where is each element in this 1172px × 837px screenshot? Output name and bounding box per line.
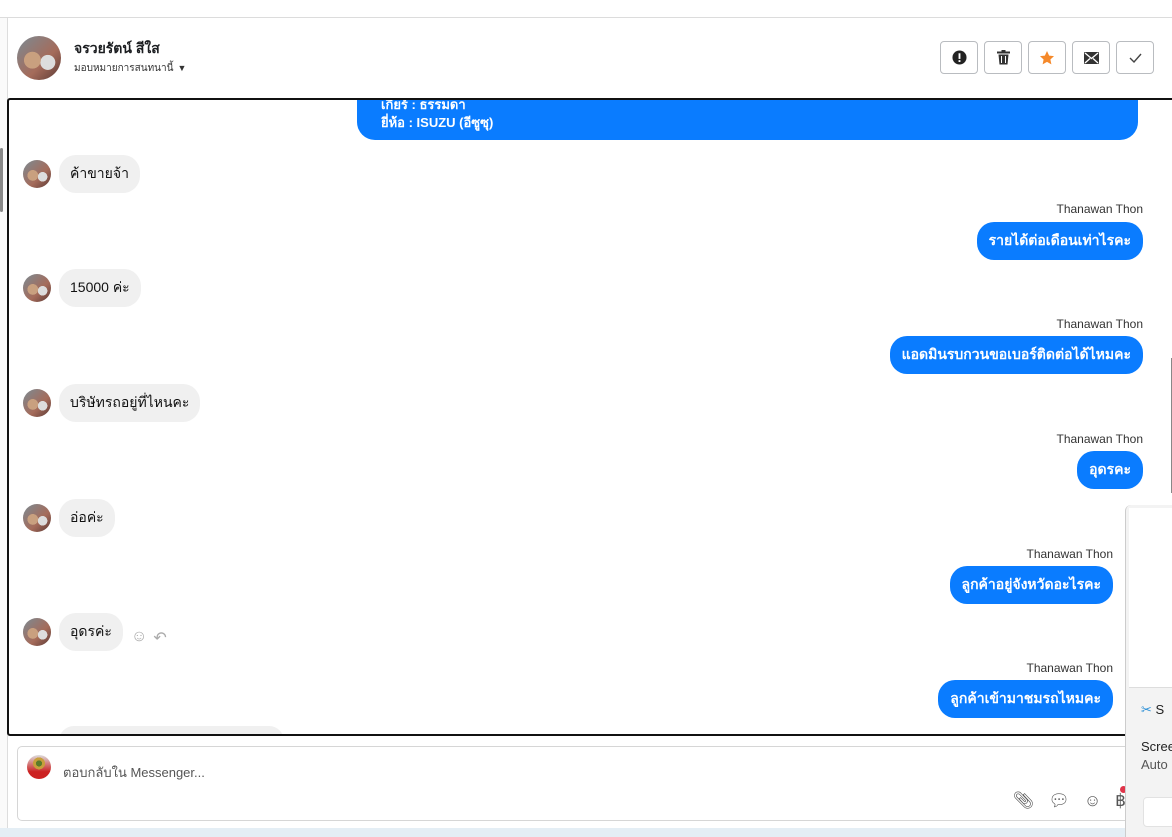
attachment-icon[interactable]: 📎︎ (1012, 791, 1035, 810)
message-bubble[interactable]: อ่อค่ะ (59, 499, 115, 537)
smiley-react-icon[interactable]: ☺ (131, 628, 148, 645)
notification-title: Scree (1141, 739, 1172, 754)
sender-avatar (23, 618, 51, 646)
assign-label: มอบหมายการสนทนานี้ (74, 63, 174, 74)
check-icon (1129, 53, 1142, 63)
app-name: S (1155, 702, 1165, 717)
outgoing-message-bubble[interactable]: ลูกค้าเข้ามาชมรถไหมคะ (938, 680, 1113, 718)
sender-avatar (23, 504, 51, 532)
incoming-message: บริษัทรถอยู่ที่ไหนคะ (23, 384, 201, 422)
incoming-message: อ่อค่ะ (23, 499, 115, 537)
saved-replies-icon[interactable]: 💬︎ (1048, 791, 1070, 810)
notification-action[interactable] (1143, 797, 1172, 827)
sender-name: Thanawan Thon (1026, 661, 1113, 675)
notification-dot (1120, 786, 1127, 793)
sender-name: Thanawan Thon (1026, 547, 1113, 561)
delete-button[interactable] (984, 41, 1022, 74)
contact-name[interactable]: จรวยรัตน์ สีใส (74, 40, 160, 56)
screenshot-thumbnail[interactable] (1129, 508, 1172, 688)
notification-body: Auto (1141, 757, 1168, 772)
message-bubble-partial (59, 726, 284, 734)
reply-input[interactable]: ตอบกลับใน Messenger... (63, 765, 205, 780)
notification-app: ✂ S (1141, 702, 1164, 718)
header-actions (940, 41, 1154, 74)
mark-unread-button[interactable] (1072, 41, 1110, 74)
incoming-message: 15000 ค่ะ (23, 269, 141, 307)
outgoing-message-bubble[interactable]: แอดมินรบกวนขอเบอร์ติดต่อได้ไหมคะ (889, 336, 1143, 374)
outgoing-card-message: เกียร์ : ธรรมดายี่ห้อ : ISUZU (อีซูซุ) (357, 98, 1138, 140)
conversation-header: จรวยรัตน์ สีใส มอบหมายการสนทนานี้▼ (8, 18, 1172, 98)
star-button[interactable] (1028, 41, 1066, 74)
sender-name: Thanawan Thon (1056, 317, 1143, 331)
page-avatar (27, 755, 51, 779)
scrollbar-thumb[interactable] (0, 148, 3, 212)
outgoing-message-bubble[interactable]: อุดรคะ (1077, 451, 1143, 489)
envelope-icon (1083, 51, 1099, 64)
card-line: ยี่ห้อ : ISUZU (อีซูซุ) (381, 115, 494, 130)
message-thread[interactable]: เกียร์ : ธรรมดายี่ห้อ : ISUZU (อีซูซุ) ค… (7, 98, 1172, 736)
top-bar (0, 0, 1172, 18)
message-bubble[interactable]: 15000 ค่ะ (59, 269, 141, 307)
sender-avatar (23, 389, 51, 417)
caret-down-icon: ▼ (177, 63, 187, 73)
reply-icon[interactable]: ↶ (153, 630, 167, 647)
mark-spam-button[interactable] (940, 41, 978, 74)
payment-icon[interactable]: ฿ (1115, 791, 1126, 810)
outgoing-message-bubble[interactable]: รายได้ต่อเดือนเท่าไรคะ (976, 222, 1143, 260)
incoming-message: ค้าขายจ้า (23, 155, 140, 193)
reply-composer[interactable]: ตอบกลับใน Messenger... 📎︎ 💬︎ ☺ ฿ (17, 746, 1147, 821)
done-button[interactable] (1116, 41, 1154, 74)
message-bubble[interactable]: อุดรค่ะ (59, 613, 123, 651)
message-reactions: ☺↶ (131, 628, 167, 648)
composer-tools: 📎︎ 💬︎ ☺ ฿ (1013, 791, 1126, 811)
bottom-bar (0, 828, 1172, 837)
incoming-message: อุดรค่ะ (23, 613, 123, 651)
trash-icon (996, 50, 1010, 65)
message-bubble[interactable]: บริษัทรถอยู่ที่ไหนคะ (59, 384, 201, 422)
outgoing-message-bubble[interactable]: ลูกค้าอยู่จังหวัดอะไรคะ (949, 566, 1113, 604)
exclamation-circle-icon (951, 50, 967, 65)
sender-avatar (23, 274, 51, 302)
message-bubble[interactable]: ค้าขายจ้า (59, 155, 140, 193)
assign-conversation-dropdown[interactable]: มอบหมายการสนทนานี้▼ (74, 61, 186, 76)
sender-name: Thanawan Thon (1056, 432, 1143, 446)
contact-avatar[interactable] (17, 36, 61, 80)
emoji-icon[interactable]: ☺ (1083, 791, 1102, 810)
star-icon (1040, 50, 1054, 64)
card-line: เกียร์ : ธรรมดา (381, 98, 466, 112)
sender-avatar (23, 160, 51, 188)
sender-name: Thanawan Thon (1056, 202, 1143, 216)
snipping-tool-icon: ✂ (1141, 702, 1152, 717)
snipping-tool-notification[interactable]: ✂ S Scree Auto (1125, 505, 1172, 837)
